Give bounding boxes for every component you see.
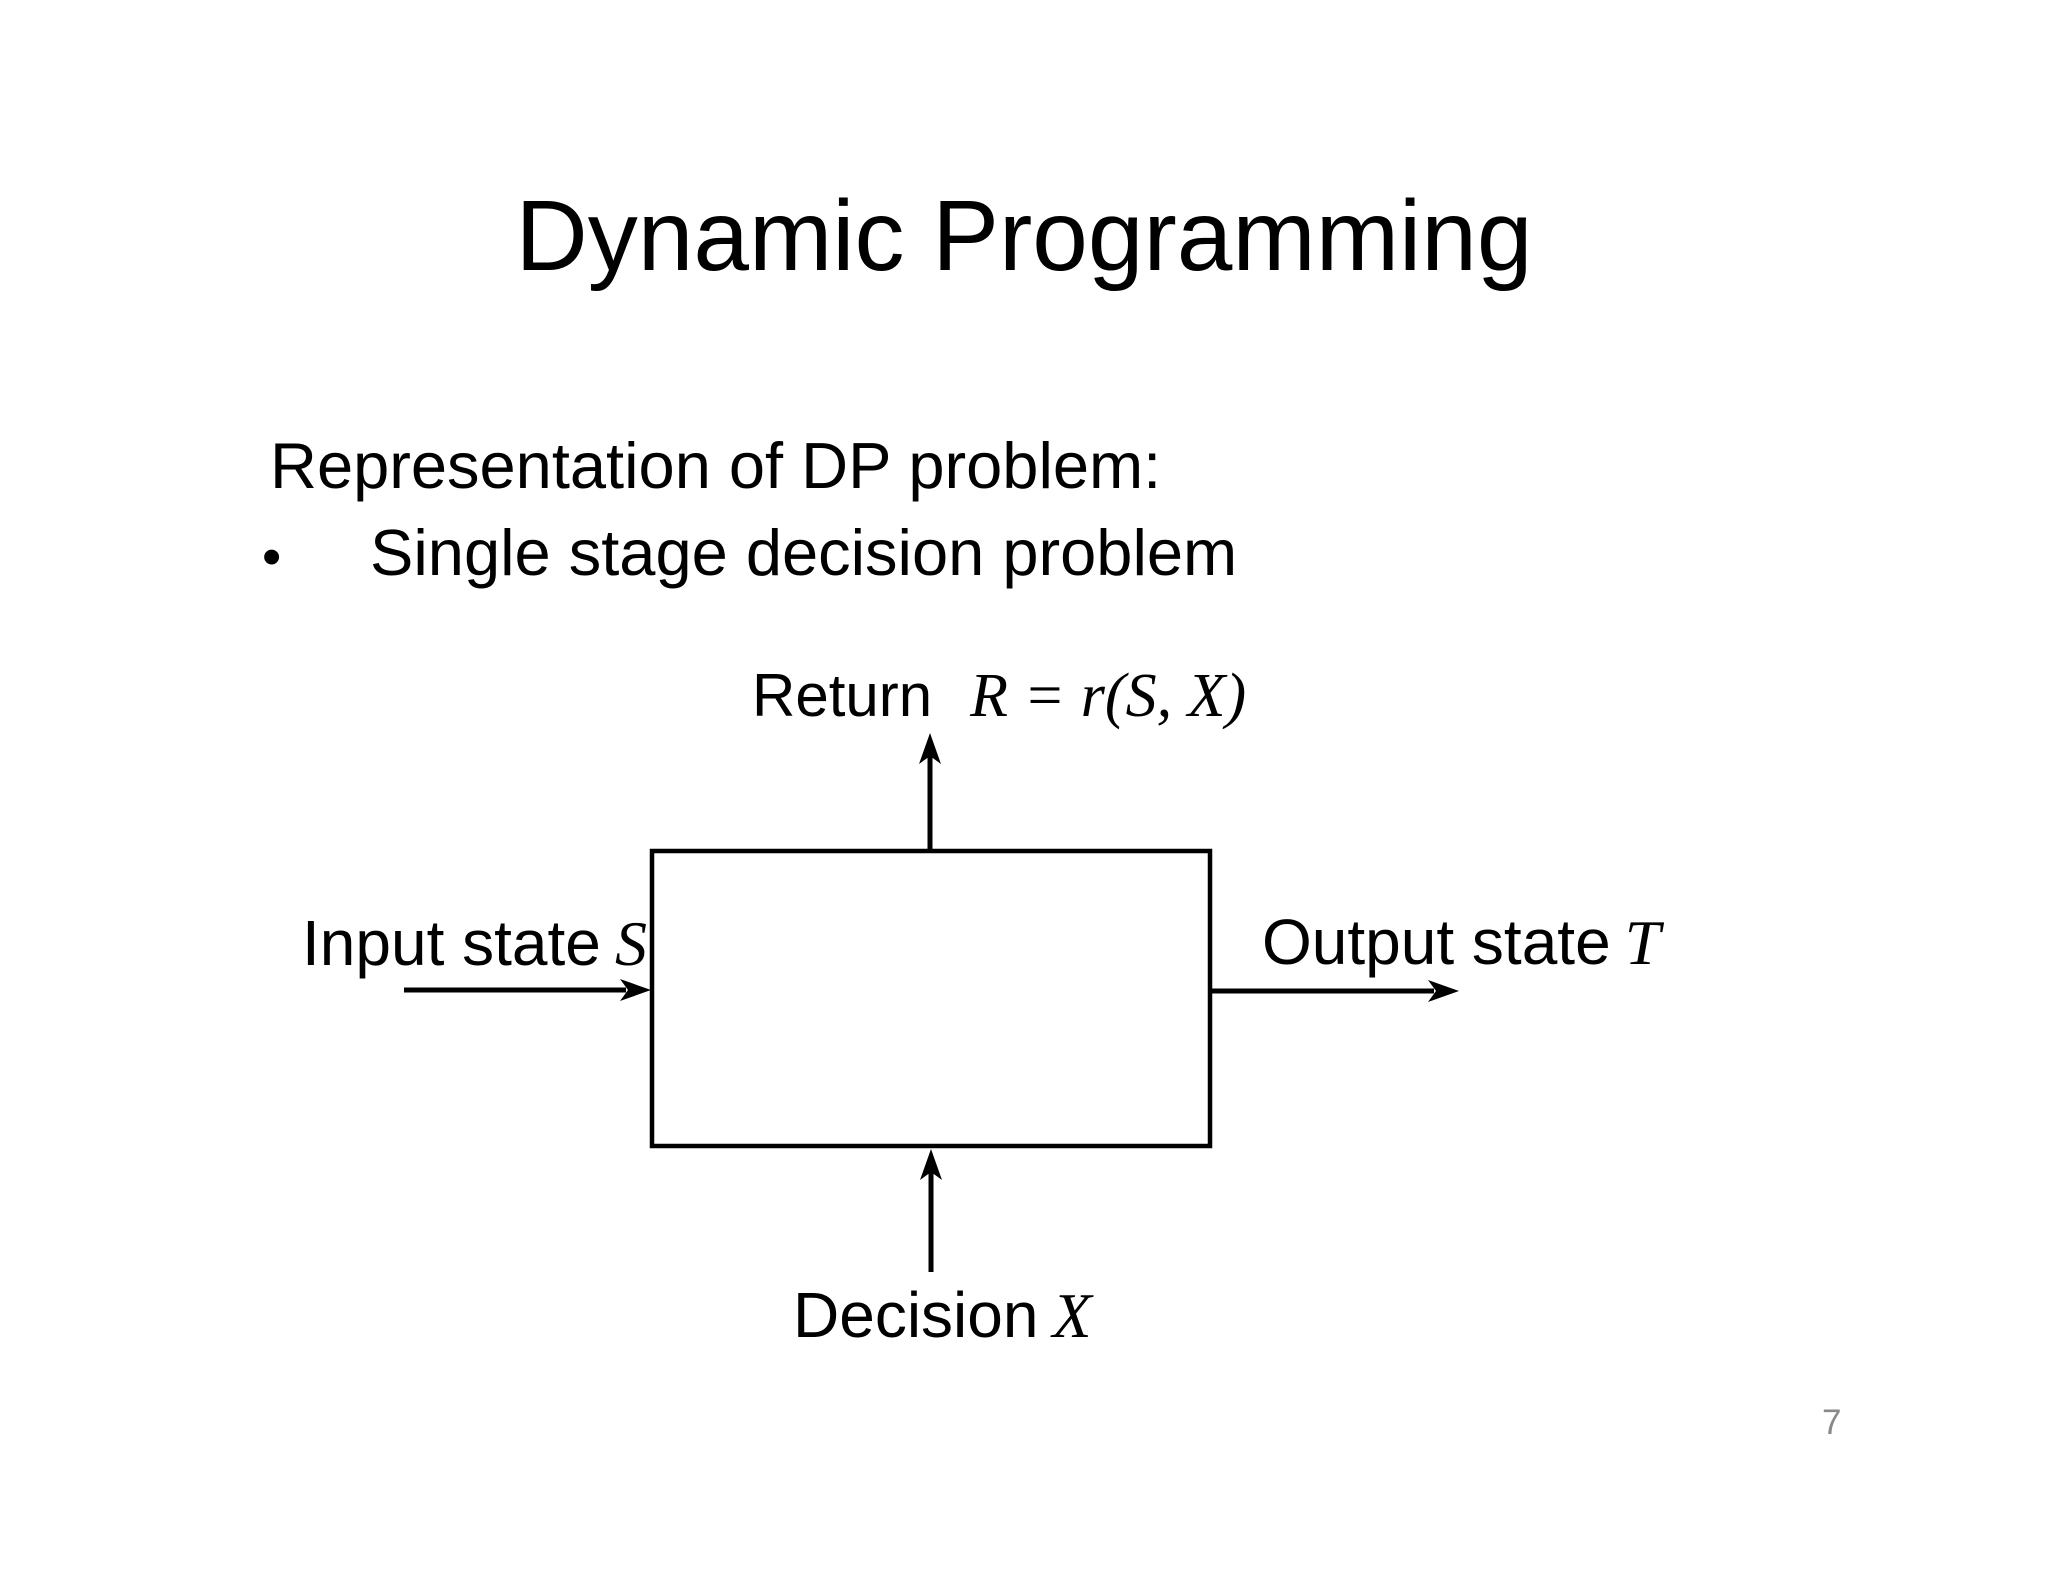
output-arrowhead-icon: [1428, 980, 1459, 1002]
input-arrowhead-icon: [620, 979, 651, 1001]
decision-variable: X: [1052, 1280, 1092, 1351]
decision-arrowhead-icon: [920, 1149, 942, 1180]
slide-title: Dynamic Programming: [515, 180, 1533, 292]
input-state-variable: S: [614, 908, 647, 979]
return-label-text: Return: [752, 662, 933, 729]
return-arrowhead-icon: [919, 733, 941, 764]
decision-label-text: Decision: [793, 1279, 1039, 1351]
bullet-marker-icon: •: [262, 525, 282, 587]
output-state-variable: T: [1624, 907, 1661, 978]
bullet-item: •Single stage decision problem: [262, 520, 1237, 585]
intro-text: Representation of DP problem:: [270, 429, 1162, 502]
output-label-text: Output state: [1262, 906, 1611, 978]
return-formula: R = r(S, X): [970, 662, 1247, 730]
input-label-text: Input state: [302, 907, 601, 979]
bullet-text: Single stage decision problem: [370, 516, 1238, 589]
stage-box: [649, 848, 1213, 1149]
return-label: Return R = r(S, X): [752, 665, 1246, 727]
page-number: 7: [1822, 1403, 1842, 1442]
